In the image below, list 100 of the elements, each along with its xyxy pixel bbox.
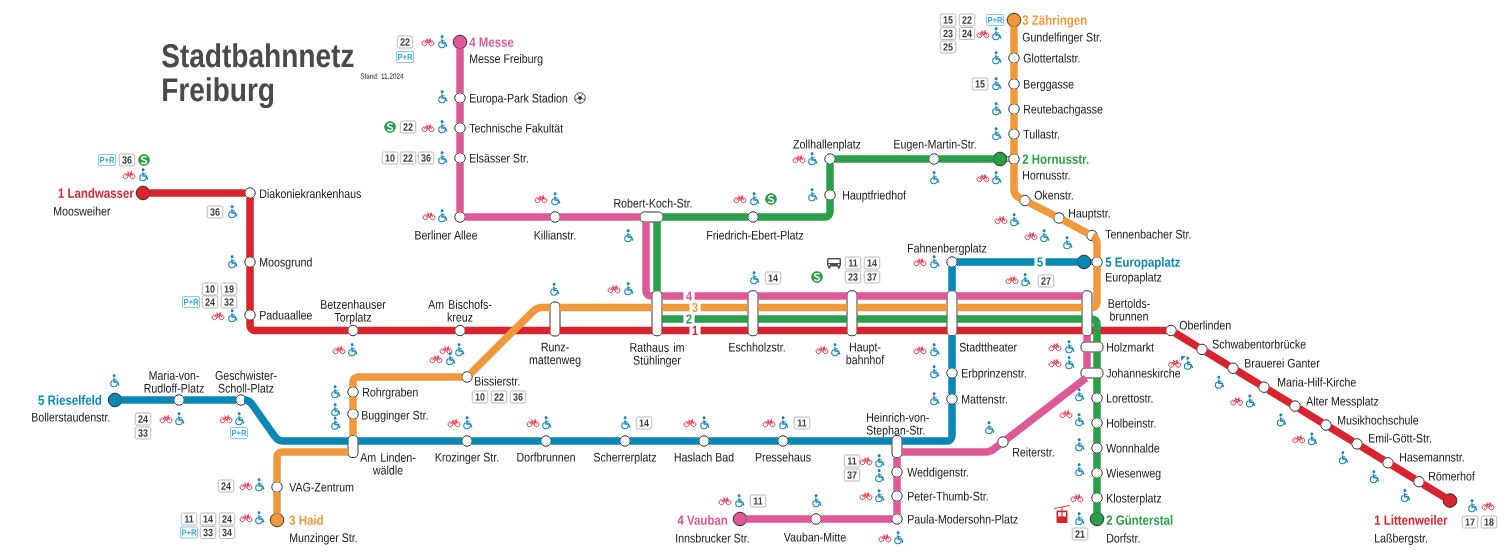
tram-line <box>464 213 551 221</box>
station-name: Weddigenstr. <box>907 467 969 480</box>
station-name: Heinrich-von- Stephan-Str. <box>866 412 929 438</box>
tram-line <box>1027 199 1057 220</box>
station-name: Elsässer Str. <box>470 153 528 163</box>
station-name: Moosgrund <box>260 257 312 270</box>
tram-line <box>1173 329 1200 351</box>
bus-line-badge: 33 <box>134 426 152 440</box>
station-name: Geschwister- Scholl-Platz <box>215 370 277 393</box>
bus-line-badge: 10 <box>201 282 219 296</box>
bus-line-badge: 36 <box>206 205 224 219</box>
tram-line <box>1093 402 1101 419</box>
station-name: Bissierstr. <box>475 376 520 386</box>
station-name: Rohrgraben <box>363 387 418 400</box>
station-name: Erbprinzenstr. <box>962 368 1026 381</box>
station-name: Haupt- bahnhof <box>846 342 885 365</box>
tram-line <box>357 326 456 335</box>
station-name: Killianstr. <box>534 230 576 240</box>
station-name: Bertolds- brunnen <box>1108 298 1150 321</box>
tram-line <box>456 102 464 124</box>
tram-line <box>834 155 930 163</box>
station-name: Bollerstaudenstr. <box>32 412 110 422</box>
park-and-ride-sign: P+R <box>98 154 116 166</box>
line-number: 1 <box>689 325 701 336</box>
tram-line <box>246 266 254 311</box>
station-name: Munzinger Str. <box>290 532 357 545</box>
station-name: Reutebachgasse <box>1024 104 1103 117</box>
station-name: Eugen-Martin-Str. <box>894 139 976 152</box>
station-name: Holzmarkt <box>1107 342 1154 352</box>
station-name: Wiesenweg <box>1106 468 1161 481</box>
tram-line <box>893 500 901 515</box>
bus-line-badge: 15 <box>939 13 957 27</box>
bus-line-badge: 22 <box>396 35 414 49</box>
station-name: Reiterstr. <box>1013 447 1054 457</box>
station-name: Okenstr. <box>1034 190 1073 200</box>
terminus-name: 4 Messe <box>469 37 514 47</box>
bus-line-badge: 10 <box>381 151 399 165</box>
bus-line-badge: 14 <box>764 271 782 285</box>
tram-line <box>1359 443 1386 464</box>
line-number: 4 <box>683 291 695 301</box>
bus-line-badge: 24 <box>217 479 235 493</box>
bus-line-badge: 10 <box>471 390 489 404</box>
tram-line <box>1297 405 1324 426</box>
bus-line-badge: 11 <box>749 494 767 508</box>
station-name: Berliner Allee <box>415 230 478 240</box>
tram-line <box>1061 216 1090 237</box>
tram-line <box>757 199 834 221</box>
tram-line <box>456 162 464 213</box>
tram-line <box>1093 477 1101 494</box>
station-name: Bugginger Str. <box>362 410 428 423</box>
terminus-name: 2 Hornusstr. <box>1022 154 1089 164</box>
station-name: Europa-Park Stadion <box>470 93 568 106</box>
bus-line-badge: 22 <box>958 13 976 27</box>
bus-line-badge: 32 <box>220 295 238 309</box>
terminus-name: 5 Rieselfeld <box>38 395 102 405</box>
tram-line <box>1328 424 1355 445</box>
station-name: Krozinger Str. <box>435 452 499 465</box>
station-name: Pressehaus <box>755 452 811 462</box>
bus-line-badge: 37 <box>843 468 861 482</box>
tram-line <box>1093 452 1101 469</box>
bus-line-badge: 25 <box>939 40 957 54</box>
tram-line <box>820 515 893 523</box>
station-name: Messe Freiburg <box>470 53 543 66</box>
tram-line <box>1004 375 1089 442</box>
bus-line-badge: 11 <box>844 256 862 270</box>
terminus-name: 1 Landwasser <box>58 188 134 198</box>
bus-line-badge: 36 <box>417 151 435 165</box>
line-number: 2 <box>683 313 695 325</box>
bus-line-badge: 24 <box>958 27 976 40</box>
station-name: Römerhof <box>1429 471 1475 481</box>
bus-line-badge: 33 <box>199 526 217 539</box>
station-name: Technische Fakultät <box>469 123 563 133</box>
station-name: Fahnenbergplatz <box>908 243 987 256</box>
bus-line-badge: 14 <box>199 512 217 526</box>
park-and-ride-sign: P+R <box>180 526 198 539</box>
park-and-ride-sign: P+R <box>396 51 414 63</box>
station-name: Lorettostr. <box>1107 393 1153 403</box>
bus-line-badge: 22 <box>399 120 417 134</box>
bus-line-badge: 17 <box>1461 515 1479 529</box>
station-name: Friedrich-Ebert-Platz <box>707 230 804 240</box>
bus-line-badge: 15 <box>971 77 989 91</box>
tram-line <box>471 437 542 445</box>
tram-line <box>1010 88 1018 105</box>
station-name: Scherrerplatz <box>593 452 657 465</box>
bus-line-badge: 36 <box>509 390 527 404</box>
station-name: Johanneskirche <box>1106 368 1181 378</box>
station-name: Hasemannstr. <box>1400 452 1464 462</box>
station-name: Wonnhalde <box>1106 443 1160 453</box>
station-name: Europaplatz <box>1106 272 1162 285</box>
bus-line-badge: 11 <box>843 454 861 468</box>
station-name: Maria-von- Rudloff-Platz <box>144 370 204 393</box>
tram-line <box>1092 326 1167 335</box>
bus-line-badge: 11 <box>180 512 198 526</box>
bus-line-badge: 22 <box>399 151 417 165</box>
tram-line <box>246 197 254 258</box>
tram-line <box>1010 113 1018 130</box>
station-name: Berggasse <box>1024 79 1074 92</box>
station-name: Vauban-Mitte <box>783 532 846 542</box>
station-name: Hauptfriedhof <box>843 190 906 203</box>
tram-line <box>1390 462 1417 483</box>
